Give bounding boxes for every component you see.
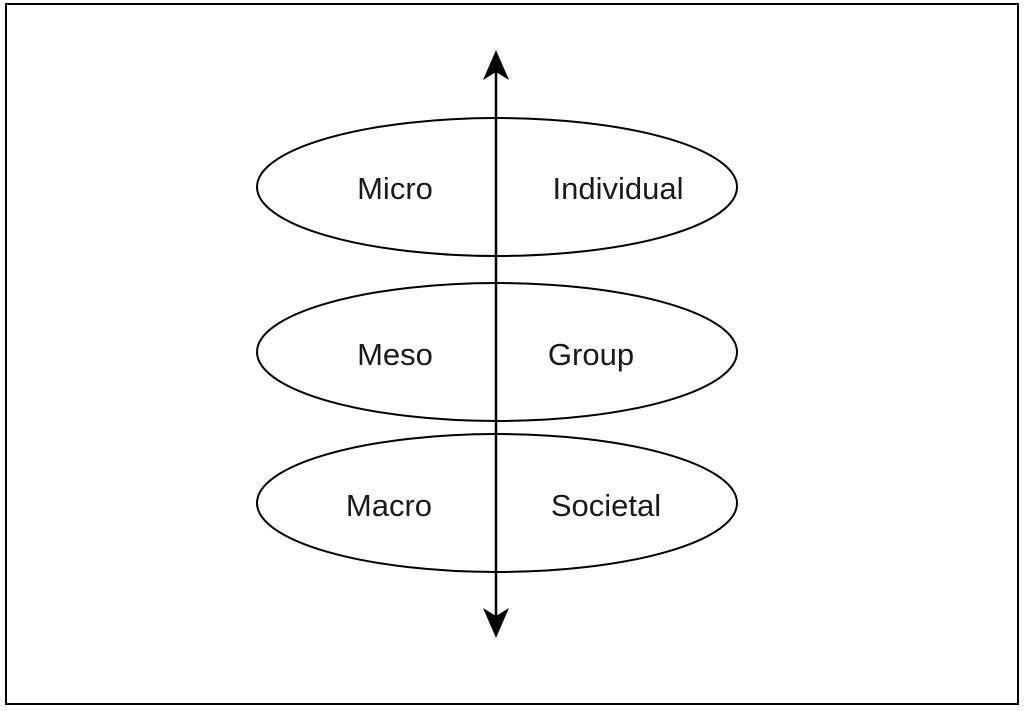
arrow-up-icon bbox=[483, 50, 509, 80]
level-scale-micro: Micro bbox=[357, 171, 433, 206]
level-unit-individual: Individual bbox=[553, 171, 684, 206]
level-scale-meso: Meso bbox=[357, 337, 433, 372]
level-scale-macro: Macro bbox=[346, 488, 432, 523]
diagram-frame bbox=[5, 3, 1019, 705]
level-unit-group: Group bbox=[548, 337, 634, 372]
arrow-down-icon bbox=[483, 608, 509, 638]
level-unit-societal: Societal bbox=[551, 488, 661, 523]
